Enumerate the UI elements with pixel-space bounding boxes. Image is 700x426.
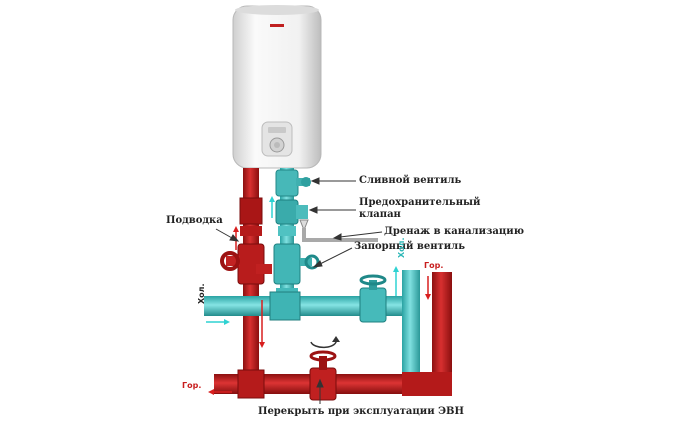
label-hot-right: Гор. bbox=[424, 261, 444, 270]
drain-valve-body bbox=[275, 169, 299, 197]
cold-riser-right bbox=[402, 270, 420, 396]
shutoff-valve-handwheel bbox=[304, 254, 320, 270]
drain-funnel bbox=[299, 219, 309, 232]
cold-supply-riser bbox=[273, 168, 320, 320]
water-heater bbox=[232, 5, 322, 169]
hot-riser-right bbox=[432, 272, 452, 394]
label-bottom-note: Перекрыть при эксплуатации ЭВН bbox=[258, 406, 464, 417]
label-safety-valve-line2: клапан bbox=[359, 209, 401, 220]
safety-valve-body bbox=[275, 199, 299, 225]
sewer-drain-pipe bbox=[302, 228, 378, 242]
hot-valve-handwheel bbox=[220, 251, 240, 271]
label-cold-right: Хол. bbox=[397, 237, 406, 258]
label-drain-valve: Сливной вентиль bbox=[359, 175, 462, 186]
bypass-valve-handwheel bbox=[309, 350, 337, 362]
bypass-valve bbox=[309, 367, 337, 401]
label-supply: Подводка bbox=[166, 215, 223, 226]
brand-logo bbox=[270, 24, 284, 27]
label-sewer-drain: Дренаж в канализацию bbox=[384, 226, 524, 237]
label-safety-valve-line1: Предохранительный bbox=[359, 197, 481, 208]
label-cold-left: Хол. bbox=[197, 283, 206, 304]
label-hot-left: Гор. bbox=[182, 381, 202, 390]
cold-main-pipe bbox=[204, 274, 414, 323]
flow-arrows bbox=[206, 196, 431, 395]
cold-main-valve-handwheel bbox=[359, 274, 387, 286]
leader-lines bbox=[215, 177, 383, 404]
cold-main-valve bbox=[359, 287, 387, 323]
hot-main-pipe bbox=[214, 350, 452, 401]
rotate-arrow-icon bbox=[310, 336, 340, 349]
label-shutoff-valve: Запорный вентиль bbox=[354, 241, 465, 252]
control-panel bbox=[261, 121, 293, 157]
shutoff-valve-body bbox=[273, 243, 301, 285]
hot-fitting bbox=[239, 197, 263, 225]
hot-supply-riser bbox=[220, 168, 272, 390]
